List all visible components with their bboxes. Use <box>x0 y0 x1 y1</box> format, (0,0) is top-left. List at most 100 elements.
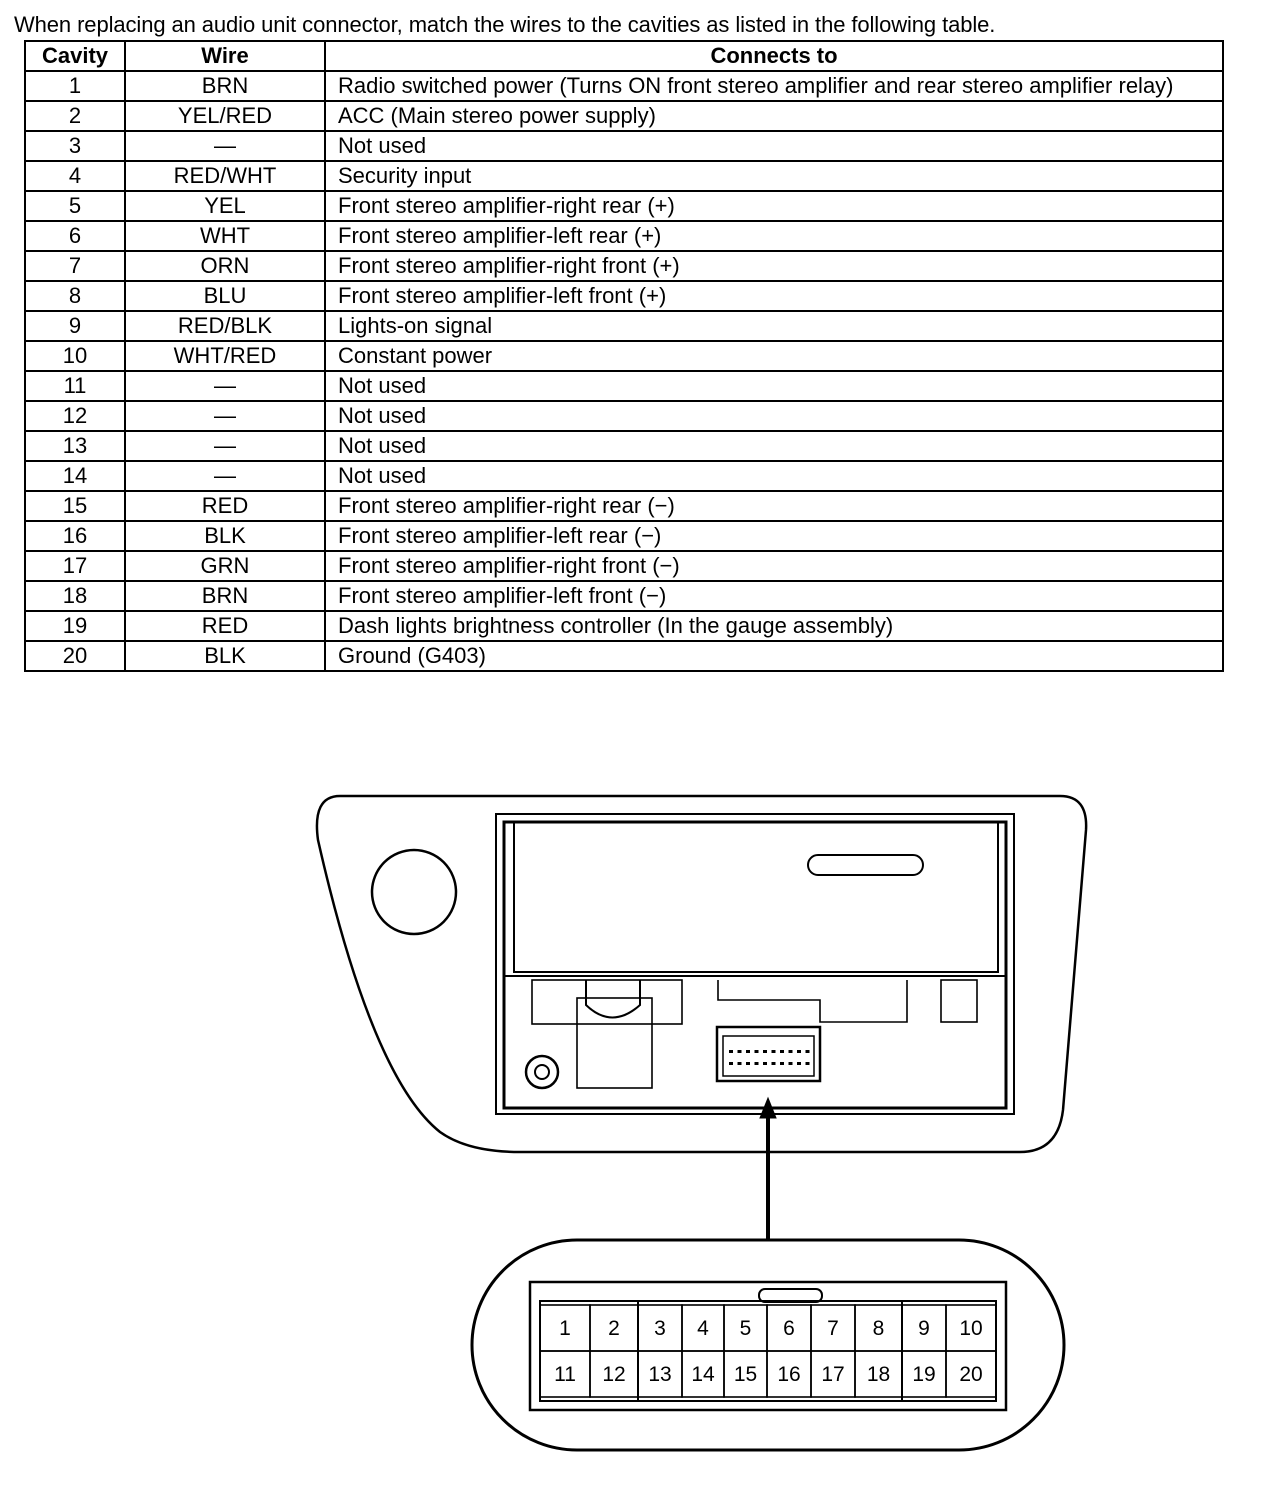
cell-cavity: 5 <box>24 190 126 222</box>
pin-number-label: 16 <box>777 1363 800 1386</box>
socket-pin-dot <box>780 1062 784 1065</box>
pin-number-label: 9 <box>918 1317 930 1340</box>
cell-cavity: 20 <box>24 640 126 672</box>
pin-number-label: 8 <box>873 1317 885 1340</box>
cell-wire: — <box>124 400 326 432</box>
cell-connects: Not used <box>324 460 1224 492</box>
audio-unit-inner-frame <box>502 820 1008 1110</box>
socket-pin-dot <box>737 1050 742 1053</box>
antenna-jack-outer <box>524 1054 560 1090</box>
audio-unit-frame <box>495 813 1015 1115</box>
cell-cavity: 4 <box>24 160 126 192</box>
socket-pin-dot <box>729 1050 733 1053</box>
cell-wire: — <box>124 130 326 162</box>
socket-pin-dot <box>763 1062 767 1065</box>
cell-connects: Front stereo amplifier-left front (+) <box>324 280 1224 312</box>
cell-wire: — <box>124 370 326 402</box>
cell-wire: ORN <box>124 250 326 282</box>
socket-pin-dot <box>788 1050 793 1053</box>
cell-connects: Front stereo amplifier-right rear (−) <box>324 490 1224 522</box>
cell-cavity: 10 <box>24 340 126 372</box>
socket-pin-dot <box>805 1050 810 1053</box>
cell-wire: BLK <box>124 640 326 672</box>
pin-number-label: 17 <box>821 1363 844 1386</box>
rear-bracket-mid <box>717 980 908 1023</box>
cell-connects: Constant power <box>324 340 1224 372</box>
cell-connects: Ground (G403) <box>324 640 1224 672</box>
cell-connects: Not used <box>324 430 1224 462</box>
pin-number-label: 4 <box>697 1317 709 1340</box>
intro-text: When replacing an audio unit connector, … <box>14 12 996 37</box>
rear-bracket-right <box>940 979 978 1023</box>
rear-block <box>576 997 653 1089</box>
socket-pin-dot <box>746 1062 750 1065</box>
dash-panel-outline <box>315 794 1088 1154</box>
cell-cavity: 18 <box>24 580 126 612</box>
socket-pin-dot <box>780 1050 784 1053</box>
cell-connects: Lights-on signal <box>324 310 1224 342</box>
unit-connector-inner <box>722 1035 815 1077</box>
unit-connector-socket <box>715 1025 822 1083</box>
socket-pin-dot <box>729 1062 733 1065</box>
knob-hole <box>370 848 458 936</box>
header-cavity: Cavity <box>24 40 126 72</box>
cell-cavity: 9 <box>24 310 126 342</box>
socket-pin-dot <box>805 1062 810 1065</box>
cell-wire: BLK <box>124 520 326 552</box>
cell-cavity: 15 <box>24 490 126 522</box>
table-row: 12—Not used <box>24 400 1224 432</box>
cell-cavity: 7 <box>24 250 126 282</box>
cell-wire: RED <box>124 610 326 642</box>
header-wire: Wire <box>124 40 326 72</box>
cell-connects: Not used <box>324 130 1224 162</box>
pin-number-label: 2 <box>608 1317 620 1340</box>
cell-connects: Radio switched power (Turns ON front ste… <box>324 70 1224 102</box>
audio-unit-face <box>513 821 999 973</box>
socket-pin-dot <box>746 1050 750 1053</box>
cell-cavity: 2 <box>24 100 126 132</box>
table-row: 14—Not used <box>24 460 1224 492</box>
socket-pin-dot <box>797 1062 801 1065</box>
table-row: 13—Not used <box>24 430 1224 462</box>
cell-wire: BRN <box>124 580 326 612</box>
cell-wire: — <box>124 460 326 492</box>
cell-connects: Front stereo amplifier-left rear (−) <box>324 520 1224 552</box>
cell-wire: RED <box>124 490 326 522</box>
cell-connects: Dash lights brightness controller (In th… <box>324 610 1224 642</box>
pin-number-label: 19 <box>912 1363 935 1386</box>
cell-cavity: 13 <box>24 430 126 462</box>
cell-wire: WHT <box>124 220 326 252</box>
cell-wire: RED/WHT <box>124 160 326 192</box>
pin-number-label: 5 <box>740 1317 752 1340</box>
cell-cavity: 19 <box>24 610 126 642</box>
antenna-jack-inner <box>534 1064 550 1080</box>
cell-wire: YEL <box>124 190 326 222</box>
pin-number-label: 7 <box>827 1317 839 1340</box>
cell-cavity: 14 <box>24 460 126 492</box>
cell-connects: Not used <box>324 400 1224 432</box>
socket-pin-dot <box>754 1050 759 1053</box>
cell-connects: Security input <box>324 160 1224 192</box>
cell-wire: — <box>124 430 326 462</box>
pin-number-label: 1 <box>559 1317 571 1340</box>
rear-mount-cup <box>585 980 641 1019</box>
table-row: 11—Not used <box>24 370 1224 402</box>
socket-pin-dot <box>737 1062 742 1065</box>
cell-cavity: 12 <box>24 400 126 432</box>
pin-number-label: 3 <box>654 1317 666 1340</box>
